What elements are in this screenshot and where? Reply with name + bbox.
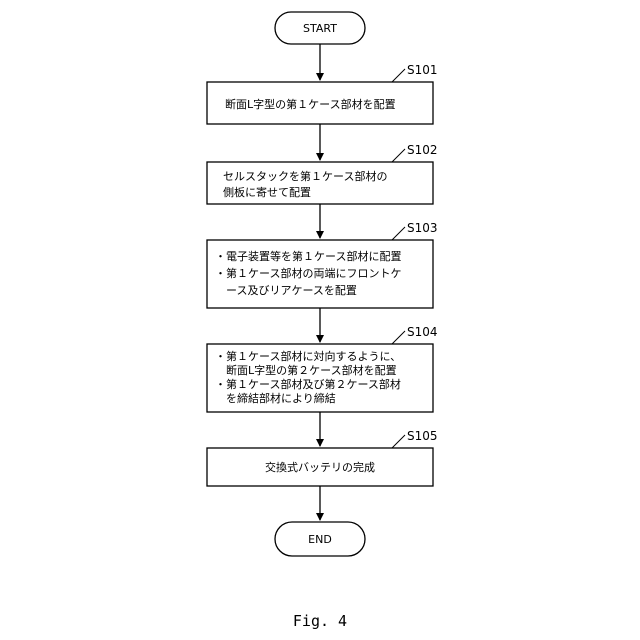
- end-label: END: [308, 533, 332, 546]
- step-s101: 断面L字型の第１ケース部材を配置 S101: [207, 63, 438, 124]
- step-s105: 交換式バッテリの完成 S105: [207, 429, 438, 486]
- step-s103-leader: [392, 227, 405, 240]
- step-s101-id: S101: [407, 63, 438, 77]
- step-s103-line-2: ・第１ケース部材の両端にフロントケ: [215, 266, 401, 280]
- figure-caption: Fig. 4: [293, 612, 347, 630]
- step-s103-id: S103: [407, 221, 438, 235]
- step-s102: セルスタックを第１ケース部材の 側板に寄せて配置 S102: [207, 143, 438, 204]
- step-s102-leader: [392, 149, 405, 162]
- step-s104-leader: [392, 331, 405, 344]
- step-s104-line-4: を締結部材により締結: [215, 391, 336, 405]
- step-s103-line-1: ・電子装置等を第１ケース部材に配置: [215, 249, 401, 263]
- step-s104-line-2: 断面L字型の第２ケース部材を配置: [215, 363, 397, 377]
- step-s101-leader: [392, 69, 405, 82]
- step-s103-line-3: ース及びリアケースを配置: [215, 284, 357, 297]
- step-s104: ・第１ケース部材に対向するように、 断面L字型の第２ケース部材を配置 ・第１ケー…: [207, 325, 438, 412]
- step-s104-line-1: ・第１ケース部材に対向するように、: [215, 349, 401, 363]
- start-terminal: START: [275, 12, 365, 44]
- step-s101-line-1: 断面L字型の第１ケース部材を配置: [225, 97, 396, 111]
- end-terminal: END: [275, 522, 365, 556]
- step-s104-id: S104: [407, 325, 438, 339]
- step-s104-line-3: ・第１ケース部材及び第２ケース部材: [215, 377, 401, 391]
- step-s105-id: S105: [407, 429, 438, 443]
- step-s103: ・電子装置等を第１ケース部材に配置 ・第１ケース部材の両端にフロントケ ース及び…: [207, 221, 438, 308]
- step-s105-leader: [392, 435, 405, 448]
- start-label: START: [303, 22, 337, 35]
- step-s102-id: S102: [407, 143, 438, 157]
- step-s102-line-1: セルスタックを第１ケース部材の: [223, 169, 387, 183]
- step-s102-line-2: 側板に寄せて配置: [223, 185, 311, 199]
- step-s105-line-1: 交換式バッテリの完成: [265, 460, 375, 474]
